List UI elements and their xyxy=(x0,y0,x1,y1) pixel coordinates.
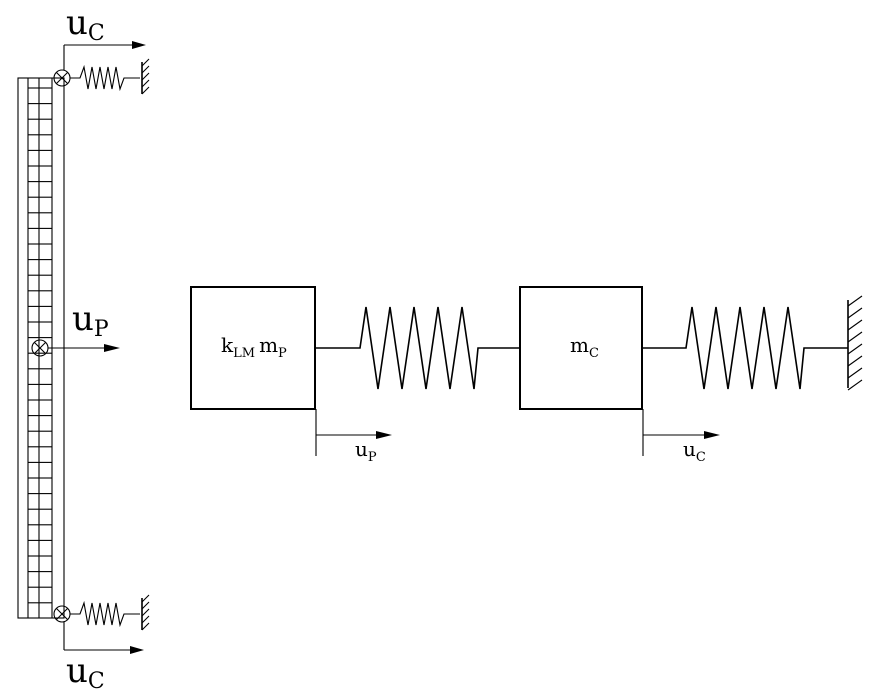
top-arrow-icon xyxy=(132,41,146,49)
middle-support: uP xyxy=(31,299,120,357)
top-spring-icon xyxy=(70,64,140,92)
mass-c-box xyxy=(519,286,643,410)
top-support: uC xyxy=(53,3,150,95)
top-displacement-label: uC xyxy=(66,3,105,46)
middle-spring-icon xyxy=(315,306,520,390)
bottom-ground-hatch-icon xyxy=(141,594,150,631)
top-ground-hatch-icon xyxy=(141,58,150,95)
middle-displacement-label: uP xyxy=(72,299,109,342)
bottom-support: uC xyxy=(53,594,150,693)
ground-spring-icon xyxy=(642,306,848,390)
mass-c-label: mC xyxy=(570,333,599,361)
bottom-spring-icon xyxy=(70,600,140,628)
mass-p-box xyxy=(190,286,316,410)
disp-c-label: uC xyxy=(683,437,706,465)
disp-p-label: uP xyxy=(355,437,377,465)
middle-arrow-icon xyxy=(104,344,120,352)
bottom-displacement-label: uC xyxy=(66,651,105,693)
bottom-arrow-icon xyxy=(130,646,144,654)
disp-p-arrow-icon xyxy=(376,431,392,439)
right-ground-hatch-icon xyxy=(847,295,863,391)
panel-grid-ticks xyxy=(28,87,52,604)
disp-c-arrow-icon xyxy=(704,431,720,439)
